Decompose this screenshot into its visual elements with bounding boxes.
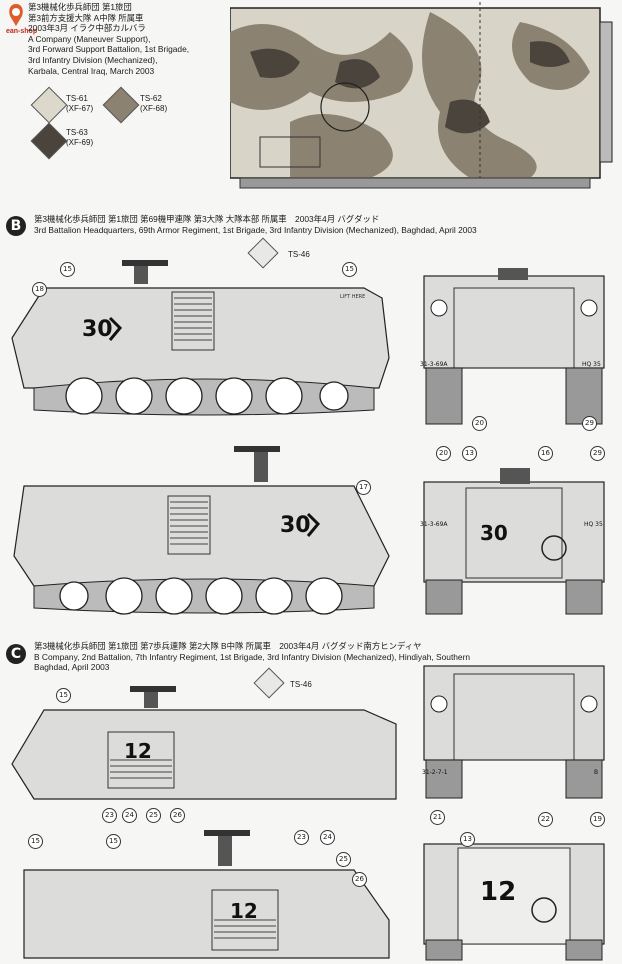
- callout-16: 16: [538, 446, 553, 461]
- callout-24: 24: [320, 830, 335, 845]
- section-c-rear-view-2-drawing: 12: [423, 843, 605, 961]
- vehicle-number-b-side2: 30: [280, 513, 311, 538]
- callout-18: 18: [32, 282, 47, 297]
- caption-line: 第3機械化歩兵師団 第1旅団: [28, 2, 132, 12]
- section-b-rear-view-2-drawing: 30 31-3-69A HQ 35: [420, 468, 605, 615]
- callout-24: 24: [122, 808, 137, 823]
- paint-code: TS-62: [140, 94, 162, 103]
- section-c-side-view-2-drawing: 12: [23, 830, 390, 959]
- vehicle-number-c-side: 12: [124, 739, 152, 763]
- paint-swatch-ts61: [30, 86, 68, 124]
- section-c-badge: C: [6, 644, 26, 664]
- paint-swatch-ts63: [30, 122, 68, 160]
- section-c-rear-view-drawing: 31-2-7-1 B: [422, 665, 605, 799]
- callout-15: 15: [342, 262, 357, 277]
- caption-line: Baghdad, April 2003: [34, 662, 110, 673]
- vehicle-number-b-side: 30: [82, 317, 113, 342]
- caption-line: A Company (Maneuver Support),: [28, 33, 151, 44]
- rear-plate-left-c: 31-2-7-1: [422, 769, 448, 776]
- callout-23: 23: [102, 808, 117, 823]
- vehicle-number-c-side2: 12: [230, 899, 258, 923]
- callout-17: 17: [356, 480, 371, 495]
- paint-ref: (XF-69): [66, 138, 94, 147]
- paint-label-ts46-c: TS-46: [290, 680, 312, 689]
- paint-swatch-ts62: [102, 86, 140, 124]
- rear-plate-left-b2: 31-3-69A: [420, 521, 448, 528]
- callout-15: 15: [106, 834, 121, 849]
- caption-line: B Company, 2nd Battalion, 7th Infantry R…: [34, 651, 471, 662]
- paint-label-ts46-b: TS-46: [288, 250, 310, 259]
- rear-plate-right-b: HQ 35: [582, 361, 601, 368]
- caption-line: Karbala, Central Iraq, March 2003: [28, 65, 155, 76]
- vehicle-number-c-rear: 12: [480, 877, 516, 907]
- rear-plate-right-b2: HQ 35: [584, 521, 603, 528]
- callout-22: 22: [538, 812, 553, 827]
- vehicle-number-b-rear: 30: [480, 521, 508, 545]
- caption-line: 3rd Battalion Headquarters, 69th Armor R…: [34, 224, 477, 235]
- section-a-caption: 第3機械化歩兵師団 第1旅団 第3前方支援大隊 A中隊 所属車 2003年3月 …: [28, 2, 189, 76]
- callout-21: 21: [430, 810, 445, 825]
- paint-ref: (XF-67): [66, 104, 94, 113]
- callout-13: 13: [460, 832, 475, 847]
- rear-plate-left-b: 31-3-69A: [420, 361, 448, 368]
- callout-26: 26: [170, 808, 185, 823]
- watermark-text: ean-shop: [6, 28, 38, 35]
- callout-29: 29: [590, 446, 605, 461]
- callout-15: 15: [56, 688, 71, 703]
- callout-13: 13: [462, 446, 477, 461]
- caption-line: 第3機械化歩兵師団 第1旅団 第69機甲連隊 第3大隊 大隊本部 所属車 200…: [34, 214, 380, 224]
- paint-code: TS-61: [66, 94, 88, 103]
- callout-15: 15: [60, 262, 75, 277]
- callout-19: 19: [590, 812, 605, 827]
- section-b-rear-view-drawing: 31-3-69A HQ 35: [420, 268, 605, 425]
- section-b-caption: 第3機械化歩兵師団 第1旅団 第69機甲連隊 第3大隊 大隊本部 所属車 200…: [34, 214, 477, 235]
- section-a-top-view-drawing: [230, 2, 613, 189]
- callout-29: 29: [582, 416, 597, 431]
- caption-line: 第3機械化歩兵師団 第1旅団 第7歩兵連隊 第2大隊 B中隊 所属車 2003年…: [34, 641, 422, 651]
- paint-ref: (XF-68): [140, 104, 168, 113]
- rear-plate-right-c: B: [594, 769, 598, 776]
- callout-26: 26: [352, 872, 367, 887]
- section-b-badge: B: [6, 216, 26, 236]
- callout-25: 25: [146, 808, 161, 823]
- callout-15: 15: [28, 834, 43, 849]
- section-c-side-view-drawing: 12: [11, 686, 397, 800]
- section-b-side-view-drawing: 30 LIFT HERE: [11, 260, 390, 416]
- lift-label: LIFT HERE: [340, 294, 365, 300]
- paint-label-ts63: TS-63 (XF-69): [66, 128, 93, 148]
- callout-23: 23: [294, 830, 309, 845]
- callout-20: 20: [472, 416, 487, 431]
- caption-line: 3rd Forward Support Battalion, 1st Briga…: [28, 44, 190, 55]
- section-c-caption: 第3機械化歩兵師団 第1旅団 第7歩兵連隊 第2大隊 B中隊 所属車 2003年…: [34, 641, 470, 673]
- caption-line: 2003年3月 イラク中部カルバラ: [28, 23, 146, 34]
- callout-25: 25: [336, 852, 351, 867]
- paint-code: TS-63: [66, 128, 88, 137]
- watermark-logo: [6, 2, 26, 34]
- section-b-side-view-2-drawing: 30: [13, 446, 390, 615]
- callout-20: 20: [436, 446, 451, 461]
- paint-label-ts61: TS-61 (XF-67): [66, 94, 93, 114]
- paint-label-ts62: TS-62 (XF-68): [140, 94, 167, 114]
- caption-line: 第3前方支援大隊 A中隊 所属車: [28, 12, 144, 23]
- caption-line: 3rd Infantry Division (Mechanized),: [28, 54, 158, 65]
